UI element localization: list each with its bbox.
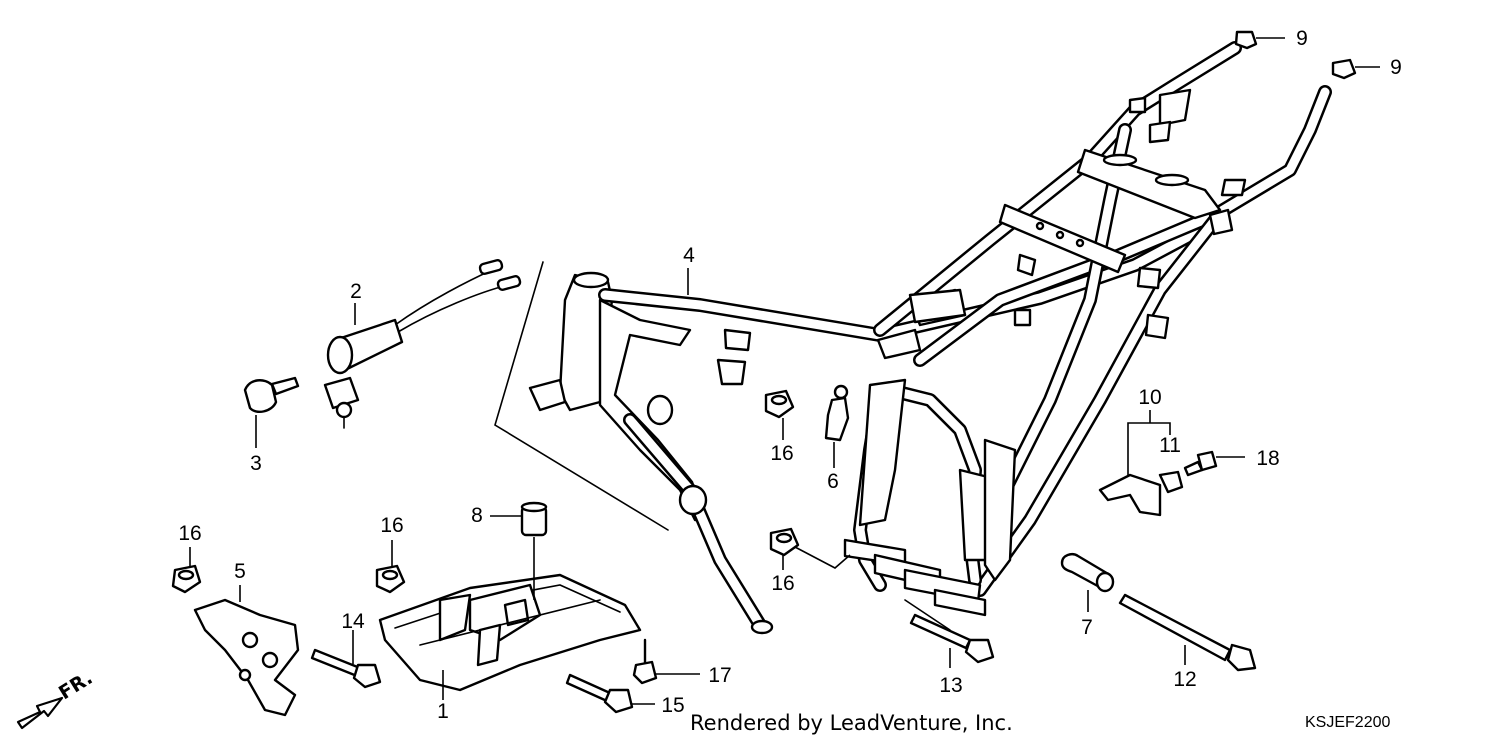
callout-15: 15 [661, 694, 684, 717]
callout-10: 10 [1138, 386, 1161, 409]
callout-11: 11 [1159, 434, 1181, 457]
callout-6: 6 [827, 470, 839, 493]
skid-plate [378, 573, 642, 692]
ignition-key [243, 376, 300, 414]
callout-17: 17 [708, 664, 731, 687]
nut-16-c [764, 389, 795, 419]
callout-8: 8 [471, 504, 483, 527]
nut-16-d [769, 527, 800, 557]
bolt-17 [632, 638, 700, 685]
callout-3: 3 [250, 452, 262, 475]
front-direction-arrow-icon: FR. [16, 667, 96, 730]
clip [824, 384, 850, 442]
bracket [193, 598, 300, 717]
callout-16b: 16 [380, 514, 403, 537]
callout-2: 2 [350, 280, 362, 303]
bolt-14 [310, 630, 382, 689]
bolt-18 [1183, 450, 1245, 477]
callout-12: 12 [1173, 668, 1196, 691]
credit-text: Rendered by LeadVenture, Inc. [690, 711, 1013, 735]
nut-16-a [171, 564, 202, 594]
bolt-15 [565, 673, 655, 714]
bolt-13 [909, 613, 995, 668]
collar-11 [1158, 470, 1184, 494]
callout-16a: 16 [178, 522, 201, 545]
nut-9-a [1234, 30, 1285, 50]
callout-14: 14 [341, 610, 365, 633]
long-bolt-12 [1118, 593, 1257, 672]
callout-7: 7 [1081, 616, 1093, 639]
callout-1: 1 [437, 700, 449, 723]
callout-16d: 16 [771, 572, 794, 595]
callout-13: 13 [939, 674, 962, 697]
callout-9b: 9 [1390, 56, 1402, 79]
callout-16c: 16 [770, 442, 793, 465]
nut-16-b [375, 564, 406, 594]
collar [520, 501, 548, 600]
callout-9a: 9 [1296, 27, 1308, 50]
ignition-switch [323, 259, 522, 429]
callout-4: 4 [683, 244, 695, 267]
callout-18: 18 [1256, 447, 1279, 470]
plate-bracket [1098, 410, 1171, 517]
nut-9-b [1331, 58, 1380, 80]
pivot-collar [1060, 553, 1115, 612]
frame-body [494, 41, 1332, 635]
diagram-code: KSJEF2200 [1305, 714, 1390, 731]
callout-5: 5 [234, 560, 246, 583]
